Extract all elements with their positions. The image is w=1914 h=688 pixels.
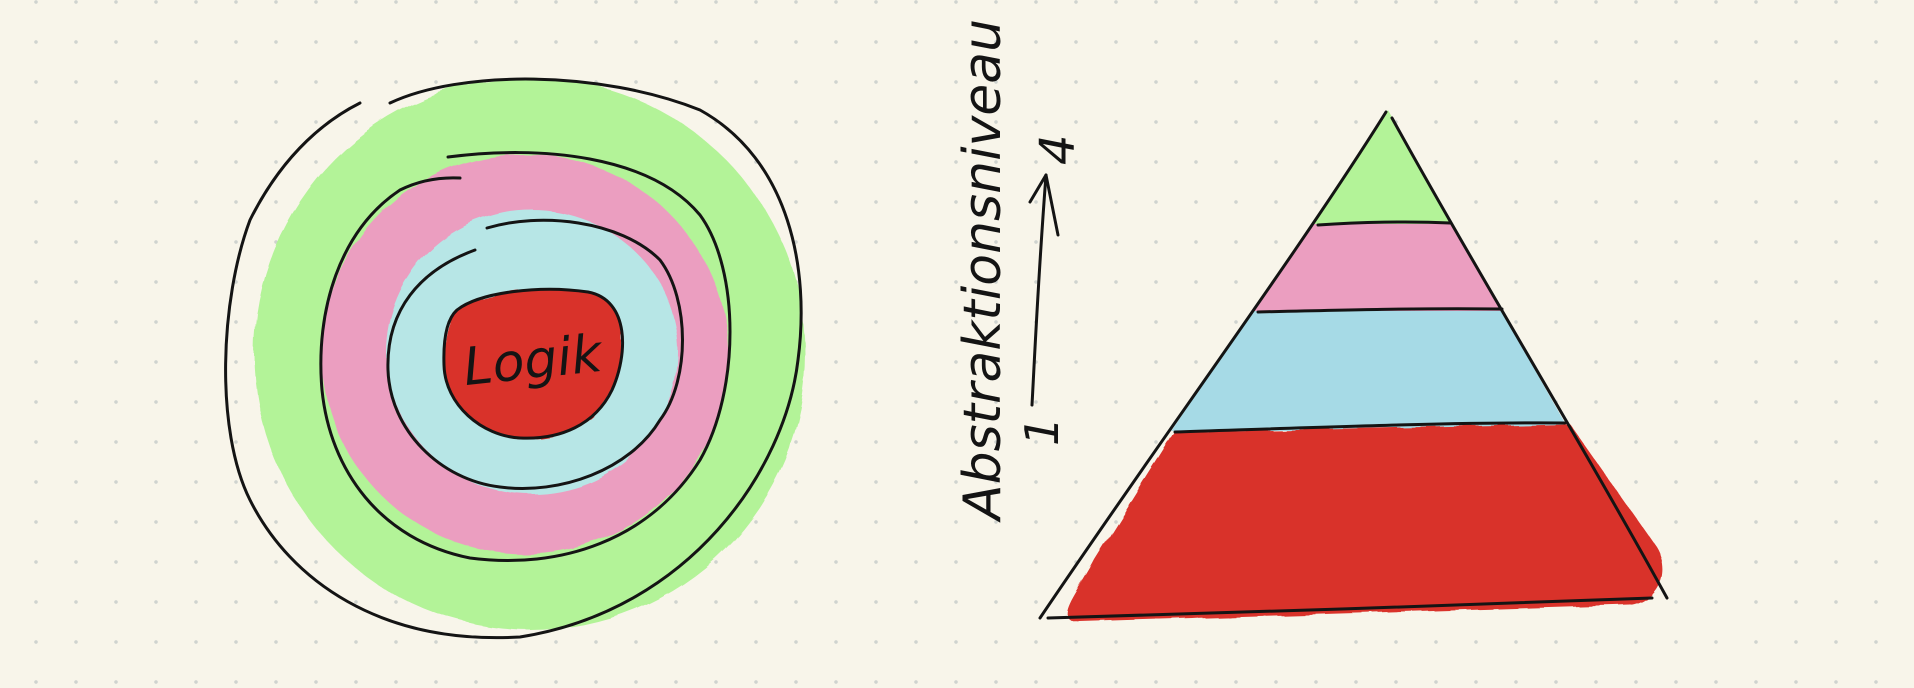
middle-ring-outline — [319, 151, 732, 562]
axis-arrow-head — [1028, 173, 1060, 237]
pyramid-layer-blue — [1045, 311, 1665, 431]
pyramid-divider-1 — [1316, 220, 1452, 227]
axis-label: Abstraktionsniveau — [953, 19, 1013, 523]
pyramid-layer-pink — [1045, 224, 1665, 312]
pyramid-diagram — [1038, 110, 1669, 622]
pyramid-divider-2 — [1256, 307, 1504, 314]
abstraction-axis: Abstraktionsniveau 1 4 — [953, 19, 1086, 523]
inner-ring-outline — [386, 218, 684, 490]
pyramid-left-side — [1038, 110, 1388, 620]
onion-diagram: Logik — [224, 77, 806, 640]
core-outline — [442, 287, 625, 440]
pyramid-right-side — [1390, 116, 1669, 600]
outer-ring-outline — [224, 77, 803, 640]
axis-arrow-shaft — [1030, 173, 1048, 407]
pyramid-base-line — [1046, 596, 1654, 620]
axis-end-label: 4 — [1030, 134, 1086, 165]
pyramid-layer-green — [1045, 110, 1665, 225]
core-blob-red — [443, 289, 623, 439]
pyramid-layer-red — [1067, 424, 1662, 622]
pyramid-divider-3 — [1173, 421, 1567, 434]
axis-start-label: 1 — [1015, 417, 1069, 446]
core-label: Logik — [461, 324, 607, 398]
